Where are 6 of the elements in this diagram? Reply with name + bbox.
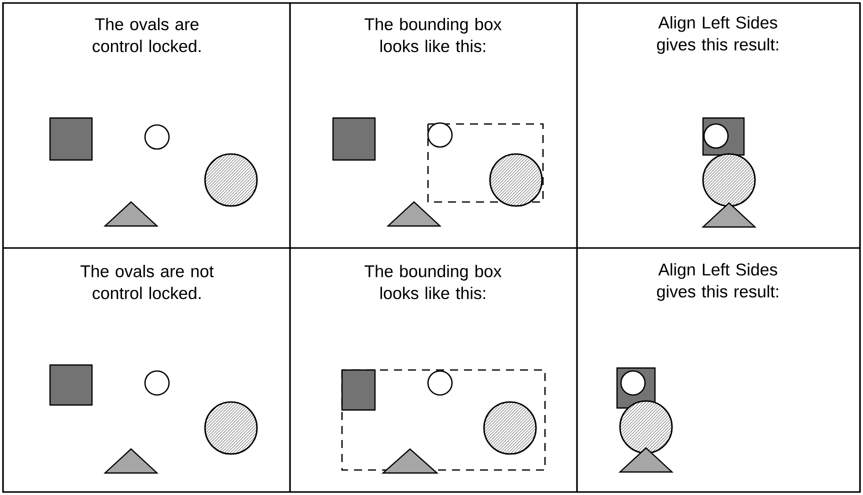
panel-heading: The bounding box looks like this: bbox=[364, 18, 502, 52]
panel-heading: Align Left Sides gives this result: bbox=[657, 16, 778, 54]
panel-heading: The ovals are control locked. bbox=[92, 18, 200, 52]
panel-heading: Align Left Sides gives this result: bbox=[657, 263, 778, 301]
panel-heading: The ovals are not control locked. bbox=[80, 264, 214, 300]
panel-heading: The bounding box looks like this: bbox=[364, 264, 502, 300]
